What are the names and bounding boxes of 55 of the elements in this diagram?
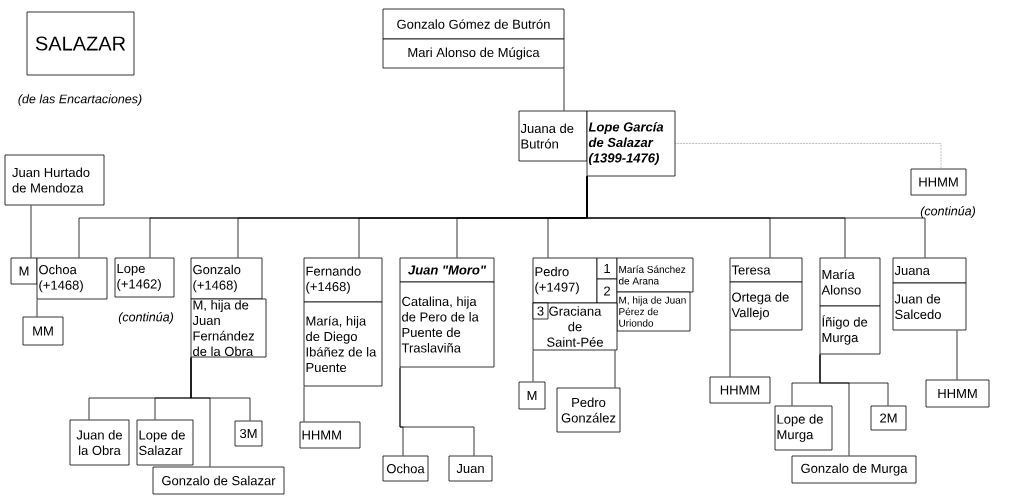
person-box: Íñigo de Murga	[819, 305, 881, 355]
person-box: MM	[22, 316, 64, 346]
person-box: M, hija de Juan Fernández de la Obra	[190, 298, 267, 358]
person-box: M	[10, 257, 38, 285]
title-box: SALAZAR	[26, 11, 135, 76]
person-box: HHMM	[910, 168, 967, 196]
tree-line	[614, 350, 616, 388]
person-box: Teresa	[729, 257, 803, 283]
tree-line	[30, 205, 32, 258]
number-box: 3	[532, 302, 549, 320]
person-box: Juan de la Obra	[69, 419, 130, 466]
tree-line	[586, 176, 926, 258]
person-box: HHMM	[299, 421, 361, 449]
person-box: María, hija de Diego Ibáñez de la Puente	[303, 301, 383, 387]
person-box: Ortega de Vallejo	[729, 281, 803, 331]
person-box: Juana de Butrón	[518, 110, 588, 162]
person-box: 3M	[234, 420, 263, 447]
person-box: Gonzalo de Salazar	[152, 466, 285, 495]
tree-line	[36, 299, 38, 317]
person-box: Juan	[448, 455, 493, 482]
person-box: Gonzalo (+1468)	[190, 257, 263, 300]
person-box: Juana	[892, 257, 967, 284]
tree-line	[956, 330, 958, 380]
person-box: Lope (+1462)	[114, 257, 175, 298]
note-text: (de las Encartaciones)	[18, 94, 142, 106]
person-box: M	[518, 381, 546, 410]
person-box: Lope de Salazar	[136, 419, 194, 466]
person-box: María Alonso	[819, 257, 881, 307]
tree-line	[729, 330, 731, 377]
tree-line	[190, 357, 251, 421]
person-box: Ochoa	[382, 455, 429, 482]
tree-line	[532, 350, 534, 382]
tree-line	[675, 143, 942, 169]
tree-line	[303, 386, 305, 422]
person-box: Juan Hurtado de Mendoza	[4, 154, 105, 206]
person-box: HHMM	[709, 376, 771, 404]
number-box: 1	[596, 257, 618, 280]
person-box: Lope de Murga	[774, 405, 833, 451]
person-box: Mari Alonso de Múgica	[382, 38, 565, 69]
note-text: (continúa)	[118, 312, 174, 324]
tree-line	[399, 367, 475, 456]
person-box: Gonzalo Gómez de Butrón	[382, 8, 565, 40]
person-box: Pedro González	[556, 387, 621, 433]
person-box: Juan "Moro"	[399, 257, 495, 283]
person-box: Gonzalo de Murga	[791, 455, 917, 484]
number-box: 2	[596, 278, 618, 304]
tree-line	[819, 354, 889, 406]
person-box: 2M	[870, 405, 907, 431]
note-text: (continúa)	[920, 206, 976, 218]
person-box: HHMM	[925, 379, 990, 408]
person-box: M, hija de Juan Pérez de Uriondo	[616, 291, 691, 332]
person-box: Lope García de Salazar (1399-1476)	[586, 110, 676, 177]
person-box: Fernando (+1468)	[303, 257, 383, 303]
tree-line	[563, 68, 565, 111]
person-box: Juan de Salcedo	[892, 282, 967, 331]
